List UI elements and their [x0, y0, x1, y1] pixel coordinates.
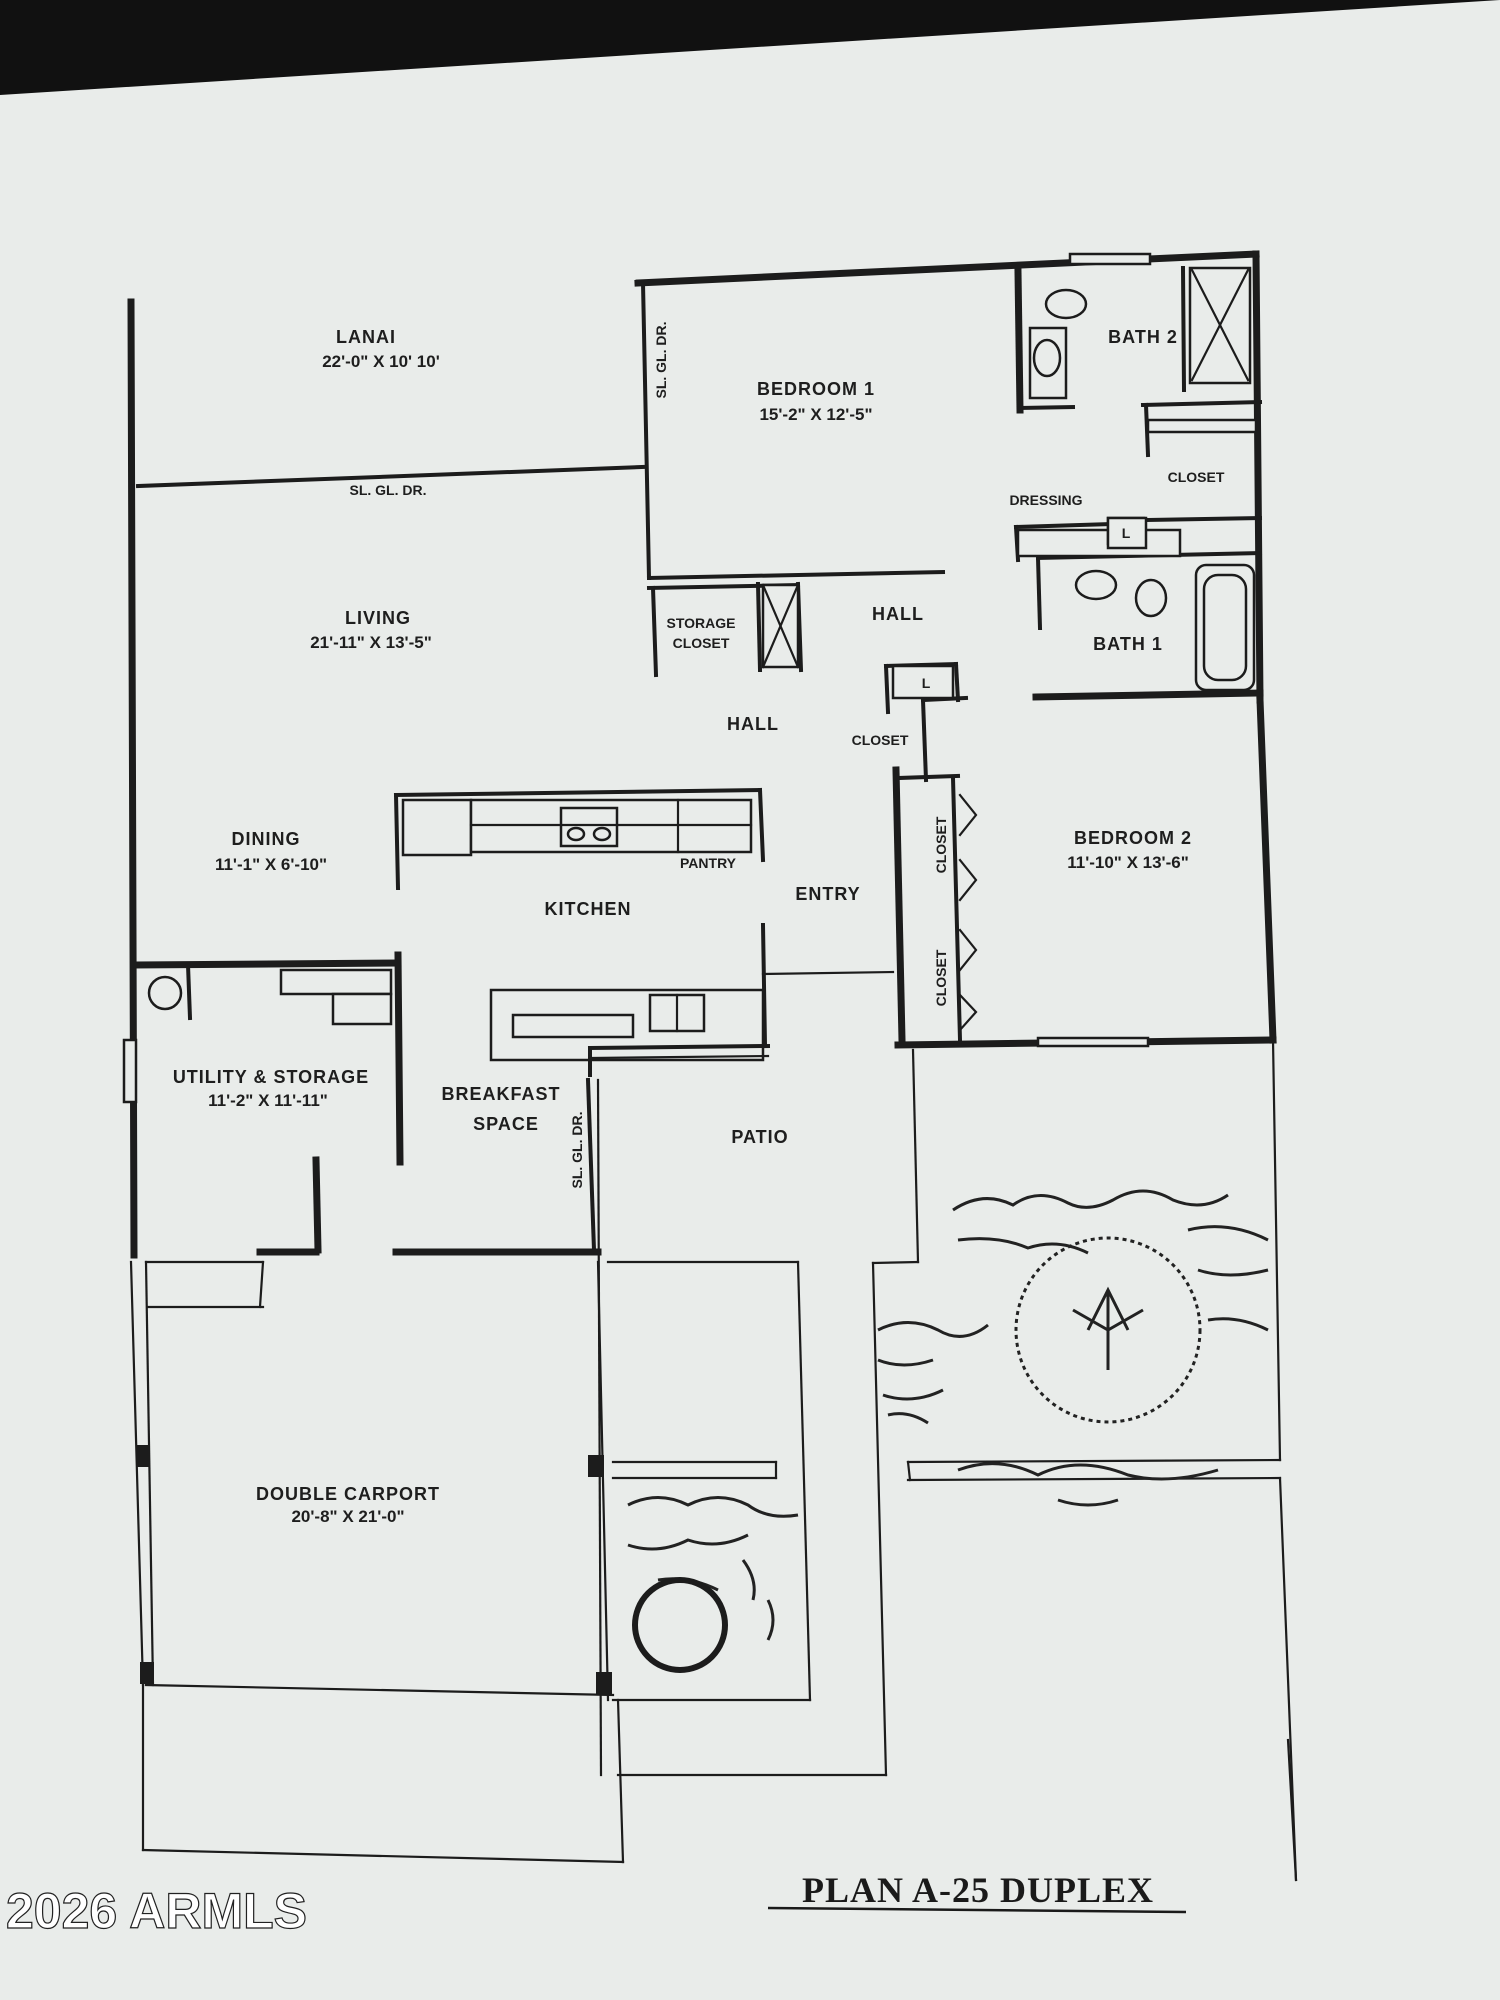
bedroom2-dims: 11'-10" X 13'-6": [1067, 853, 1189, 872]
utility-label: UTILITY & STORAGE: [173, 1067, 369, 1087]
dressing-label: DRESSING: [1009, 492, 1082, 508]
kitchen-label: KITCHEN: [545, 899, 632, 919]
bath1-label: BATH 1: [1093, 634, 1163, 654]
bedroom1-door-tag: SL. GL. DR.: [653, 322, 669, 399]
plan-title: PLAN A-25 DUPLEX: [802, 1870, 1154, 1910]
landscaping: [627, 1189, 1269, 1673]
room-labels: LANAI 22'-0" X 10' 10' SL. GL. DR. LIVIN…: [173, 322, 1225, 1527]
lanai-label: LANAI: [336, 327, 396, 347]
storage-closet-label: STORAGE: [667, 615, 736, 631]
watermark: 2026 ARMLS: [6, 1883, 307, 1939]
storage-closet-label-2: CLOSET: [673, 635, 730, 651]
floor-plan: LANAI 22'-0" X 10' 10' SL. GL. DR. LIVIN…: [122, 250, 1298, 1914]
patio-label: PATIO: [731, 1127, 788, 1147]
carport-dims: 20'-8" X 21'-0": [291, 1507, 404, 1526]
carport-label: DOUBLE CARPORT: [256, 1484, 440, 1504]
dining-label: DINING: [232, 829, 301, 849]
plan-title-underline: [767, 1906, 1187, 1914]
living-label: LIVING: [345, 608, 411, 628]
dining-dims: 11'-1" X 6'-10": [215, 855, 327, 874]
hall-lower-label: HALL: [727, 714, 779, 734]
bedroom1-dims: 15'-2" X 12'-5": [759, 405, 872, 424]
utility-dims: 11'-2" X 11'-11": [208, 1091, 328, 1110]
breakfast-label-2: SPACE: [473, 1114, 539, 1134]
bedroom2-label: BEDROOM 2: [1074, 828, 1192, 848]
closet-bed2-a-label: CLOSET: [933, 816, 949, 873]
fixtures: [122, 252, 1258, 1104]
breakfast-label: BREAKFAST: [441, 1084, 560, 1104]
hall-upper-label: HALL: [872, 604, 924, 624]
closet-hall-label: CLOSET: [852, 732, 909, 748]
pantry-label: PANTRY: [680, 855, 737, 871]
bedroom1-label: BEDROOM 1: [757, 379, 875, 399]
linen-tag-1: L: [1122, 525, 1131, 541]
lanai-dims: 22'-0" X 10' 10': [322, 352, 440, 371]
living-dims: 21'-11" X 13'-5": [310, 633, 432, 652]
closet-bed2-b-label: CLOSET: [933, 949, 949, 1006]
lanai-door-tag: SL. GL. DR.: [350, 482, 427, 498]
linen-tag-2: L: [922, 675, 931, 691]
entry-label: ENTRY: [795, 884, 860, 904]
closet-master-label: CLOSET: [1168, 469, 1225, 485]
breakfast-door-tag: SL. GL. DR.: [569, 1112, 585, 1189]
bath2-label: BATH 2: [1108, 327, 1178, 347]
